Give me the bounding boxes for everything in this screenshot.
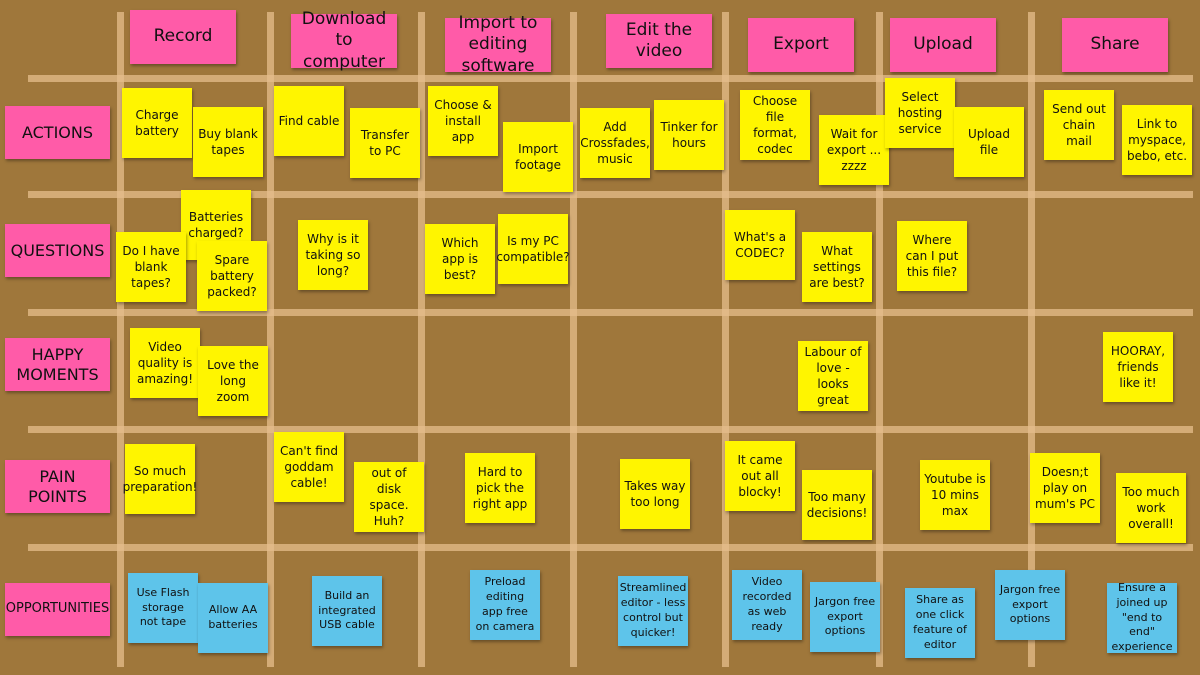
column-header: Edit the video xyxy=(606,14,712,68)
sticky-note-actions: Choose file format, codec xyxy=(740,90,810,160)
sticky-note-actions: Select hosting service xyxy=(885,78,955,148)
sticky-note-questions: Which app is best? xyxy=(425,224,495,294)
sticky-note-actions: Transfer to PC xyxy=(350,108,420,178)
sticky-note-pain-points: So much preparation! xyxy=(123,444,197,514)
sticky-note-opportunities: Jargon free export options xyxy=(810,582,880,652)
sticky-note-questions: Spare battery packed? xyxy=(197,241,267,311)
sticky-note-actions: Add Crossfades, music xyxy=(580,108,650,178)
grid-column-divider xyxy=(117,12,124,667)
sticky-note-questions: Is my PC compatible? xyxy=(496,214,570,284)
sticky-note-pain-points: Takes way too long xyxy=(620,459,690,529)
sticky-note-actions: Upload file xyxy=(954,107,1024,177)
sticky-note-happy-moments: Love the long zoom xyxy=(198,346,268,416)
sticky-note-questions: Why is it taking so long? xyxy=(298,220,368,290)
grid-row-divider xyxy=(28,191,1193,198)
sticky-note-actions: Buy blank tapes xyxy=(193,107,263,177)
column-header: Download to computer xyxy=(291,9,397,72)
grid-column-divider xyxy=(722,12,729,667)
sticky-note-opportunities: Allow AA batteries xyxy=(198,583,268,653)
row-label: ACTIONS xyxy=(5,106,110,159)
grid-row-divider xyxy=(28,426,1193,433)
grid-column-divider xyxy=(267,12,274,667)
grid-row-divider xyxy=(28,75,1193,82)
sticky-note-actions: Send out chain mail xyxy=(1044,90,1114,160)
column-header: Export xyxy=(748,18,854,72)
sticky-note-actions: Choose & install app xyxy=(428,86,498,156)
sticky-note-questions: What's a CODEC? xyxy=(725,210,795,280)
grid-row-divider xyxy=(28,544,1193,551)
sticky-note-actions: Link to myspace, bebo, etc. xyxy=(1122,105,1192,175)
grid-column-divider xyxy=(570,12,577,667)
column-header: Upload xyxy=(890,18,996,72)
sticky-note-pain-points: Can't find goddam cable! xyxy=(274,432,344,502)
sticky-note-questions: Do I have blank tapes? xyxy=(116,232,186,302)
sticky-note-pain-points: Youtube is 10 mins max xyxy=(920,460,990,530)
sticky-note-opportunities: Streamlined editor - less control but qu… xyxy=(618,576,688,646)
row-label: QUESTIONS xyxy=(5,224,110,277)
sticky-note-actions: Find cable xyxy=(274,86,344,156)
grid-column-divider xyxy=(418,12,425,667)
sticky-note-pain-points: Too many decisions! xyxy=(802,470,872,540)
sticky-note-questions: What settings are best? xyxy=(802,232,872,302)
sticky-note-actions: Tinker for hours xyxy=(654,100,724,170)
sticky-note-opportunities: Build an integrated USB cable xyxy=(312,576,382,646)
grid-row-divider xyxy=(28,309,1193,316)
sticky-note-actions: Import footage xyxy=(503,122,573,192)
row-label: OPPORTUNITIES xyxy=(5,583,110,636)
sticky-note-opportunities: Preload editing app free on camera xyxy=(470,570,540,640)
sticky-note-pain-points: Doesn;t play on mum's PC xyxy=(1030,453,1100,523)
row-label: PAIN POINTS xyxy=(5,460,110,513)
sticky-note-questions: Where can I put this file? xyxy=(897,221,967,291)
column-header: Import to editing software xyxy=(445,13,551,76)
sticky-note-happy-moments: HOORAY, friends like it! xyxy=(1103,332,1173,402)
row-label: HAPPY MOMENTS xyxy=(5,338,110,391)
sticky-note-opportunities: Video recorded as web ready xyxy=(732,570,802,640)
grid-column-divider xyxy=(876,12,883,667)
sticky-note-opportunities: Use Flash storage not tape xyxy=(128,573,198,643)
sticky-note-happy-moments: Video quality is amazing! xyxy=(130,328,200,398)
sticky-note-happy-moments: Labour of love - looks great xyxy=(798,341,868,411)
sticky-note-opportunities: Share as one click feature of editor xyxy=(905,588,975,658)
sticky-note-pain-points: Too much work overall! xyxy=(1116,473,1186,543)
sticky-note-pain-points: out of disk space. Huh? xyxy=(354,462,424,532)
column-header: Share xyxy=(1062,18,1168,72)
sticky-note-actions: Charge battery xyxy=(122,88,192,158)
sticky-note-opportunities: Ensure a joined up "end to end" experien… xyxy=(1107,581,1177,653)
column-header: Record xyxy=(130,10,236,64)
sticky-note-pain-points: Hard to pick the right app xyxy=(465,453,535,523)
grid-column-divider xyxy=(1028,12,1035,667)
sticky-note-pain-points: It came out all blocky! xyxy=(725,441,795,511)
sticky-note-actions: Wait for export ... zzzz xyxy=(819,115,889,185)
sticky-note-opportunities: Jargon free export options xyxy=(995,570,1065,640)
